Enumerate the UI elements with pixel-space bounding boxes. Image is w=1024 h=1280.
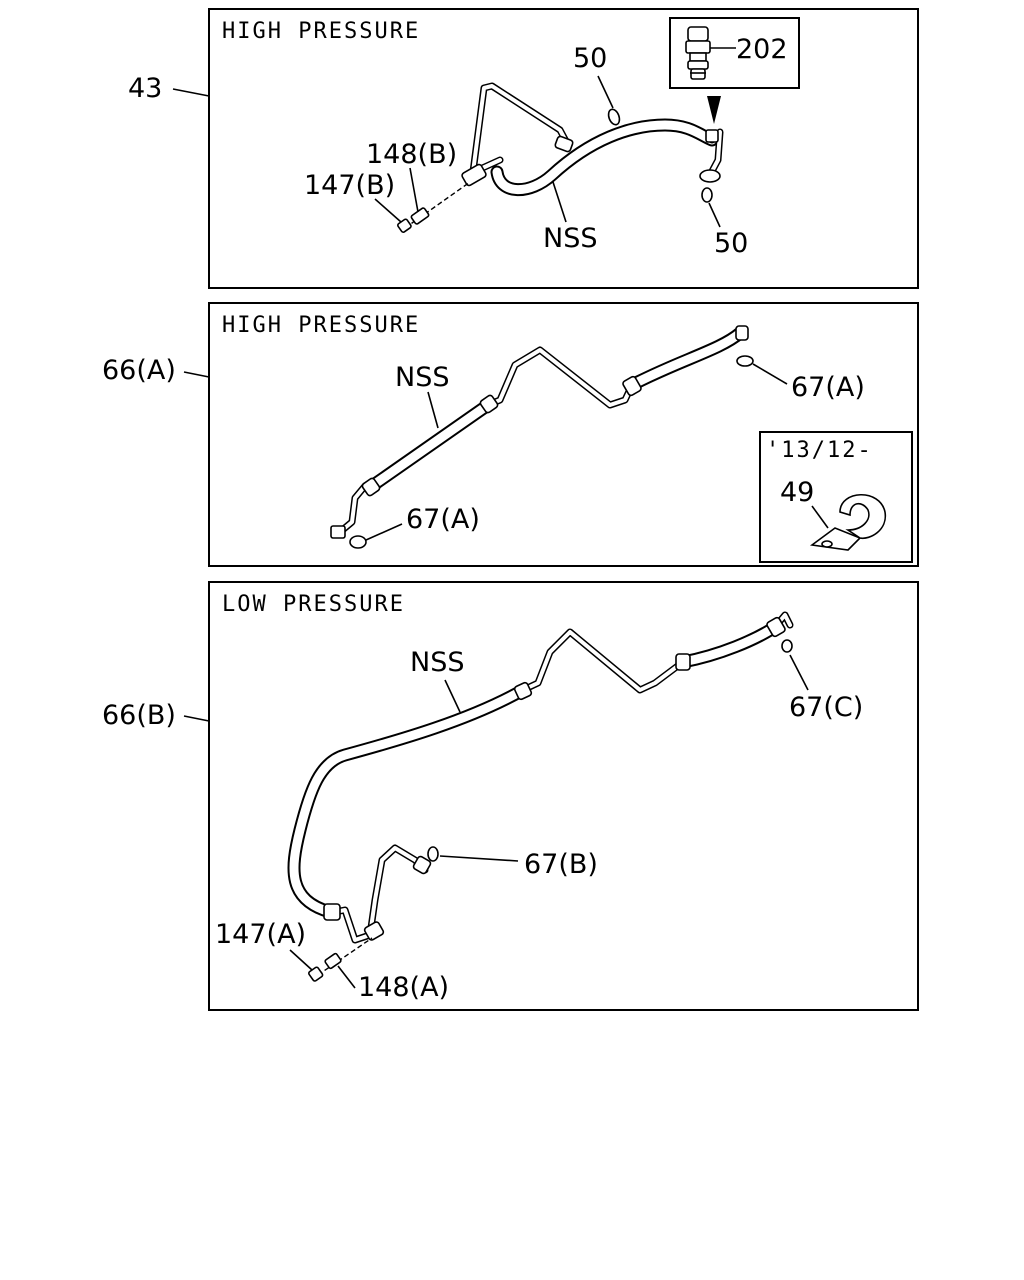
assembly-line [317,937,373,976]
label-67a-right: 67(A) [791,372,865,403]
ref-leader [183,371,210,378]
panel-frame [208,302,919,567]
nut-147b-icon [397,218,412,233]
label-nss-3: NSS [410,647,464,678]
ref-leader [172,88,210,97]
label-148a: 148(A) [358,972,449,1003]
ref-number-43: 43 [128,73,162,104]
leader-67c [789,654,809,691]
high-pressure-hose-66a [330,325,749,539]
leader-148b [409,167,419,213]
label-67a-left: 67(A) [406,504,480,535]
label-49: 49 [780,477,814,508]
label-148b: 148(B) [366,139,457,170]
pressure-switch-icon [685,26,711,80]
ref-leader [183,715,210,722]
label-nss-1: NSS [543,223,597,254]
label-67c: 67(C) [789,692,863,723]
panel-title: HIGH PRESSURE [222,313,420,338]
leader-49 [811,505,829,529]
panel-frame [208,581,919,1011]
oring-50-bottom-icon [701,187,713,203]
label-147a: 147(A) [215,919,306,950]
oring-67a-right-icon [736,355,754,367]
bolt-148b-icon [410,207,430,225]
panel-title: LOW PRESSURE [222,592,405,617]
label-nss-2: NSS [395,362,449,393]
ref-number-66a: 66(A) [102,355,176,386]
clip-inset-frame [759,431,913,563]
low-pressure-hose-66b [287,611,794,944]
leader-nss-3 [444,679,461,713]
panel-low-pressure-66b: LOW PRESSURE 66(B) NSS 67( [102,581,919,1011]
label-147b: 147(B) [304,170,395,201]
panel-high-pressure-43: HIGH PRESSURE 43 202 [128,8,919,289]
inset-date: '13/12- [766,438,873,463]
leader-148a [337,965,356,989]
leader-147a [289,949,313,971]
label-50-bottom: 50 [714,228,748,259]
oring-67a-left-icon [349,535,367,549]
label-50-top: 50 [573,43,607,74]
leader-nss-2 [427,391,439,429]
leader-147b [374,198,402,223]
clip-inset: '13/12- 49 [759,431,913,563]
leader-50-top [597,75,614,109]
high-pressure-hose-43 [461,82,724,197]
install-arrow-icon [707,96,721,124]
leader-67b [439,855,519,862]
bolt-148a-icon [324,952,342,970]
oring-67c-icon [781,639,793,653]
switch-inset-frame [669,17,800,89]
leader-67a-right [752,363,788,385]
oring-50-top-icon [607,108,621,126]
panel-high-pressure-66a: HIGH PRESSURE 66(A) NSS 67(A) 67(A) [102,302,919,567]
pipe-clip-icon [809,493,886,551]
panel-frame [208,8,919,289]
nut-147a-icon [308,966,324,982]
oring-67b-icon [427,846,439,862]
assembly-line [404,181,471,229]
leader-50-bottom [708,202,721,228]
label-202: 202 [736,34,788,65]
panel-title: HIGH PRESSURE [222,19,420,44]
ref-number-66b: 66(B) [102,700,176,731]
leader-67a-left [365,523,403,541]
label-67b: 67(B) [524,849,598,880]
leader-nss-1 [552,181,567,223]
